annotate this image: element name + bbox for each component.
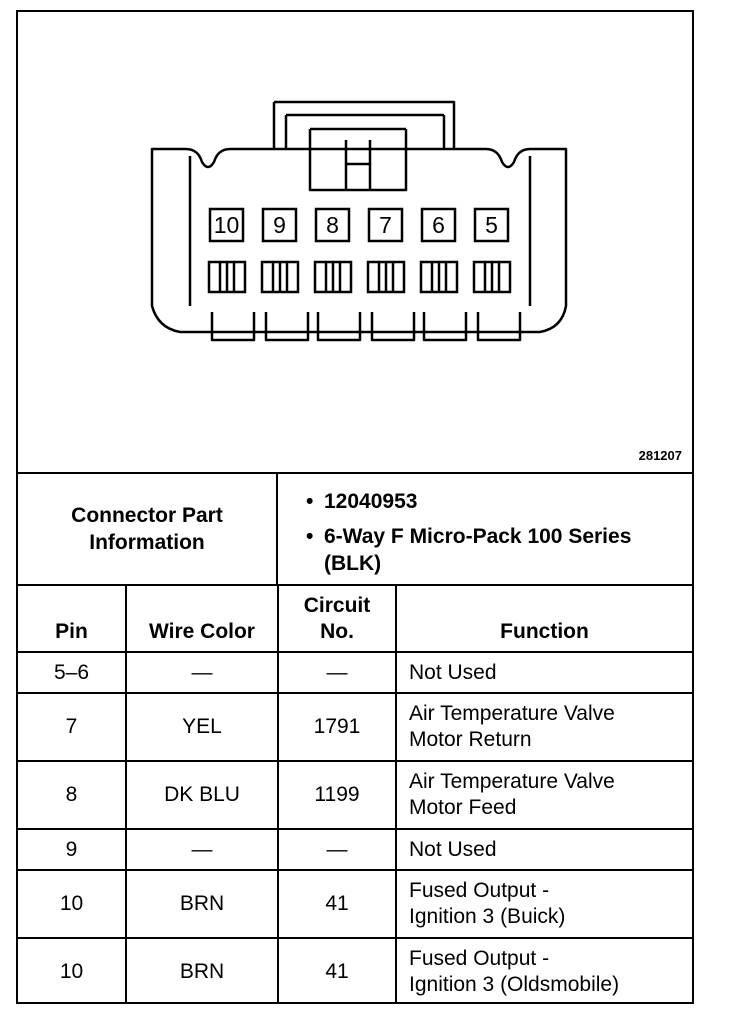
terminal-number-box	[473, 207, 510, 243]
cell-circuit: 1791	[277, 692, 397, 762]
cell-circuit: 1199	[277, 760, 397, 830]
connector-description: 6-Way F Micro-Pack 100 Series (BLK)	[280, 523, 685, 577]
cell-pin: 5–6	[18, 651, 127, 694]
cell-pin: 9	[18, 828, 127, 871]
header-pin: Pin	[18, 586, 127, 653]
table-row: 8 DK BLU 1199 Air Temperature Valve Moto…	[18, 760, 692, 830]
cell-circuit: —	[277, 828, 397, 871]
part-number: 12040953	[280, 488, 685, 515]
lock-tab-inner	[308, 127, 408, 192]
table-row: 10 BRN 41 Fused Output - Ignition 3 (Old…	[18, 937, 692, 1004]
table-row: 10 BRN 41 Fused Output - Ignition 3 (Bui…	[18, 869, 692, 939]
lock-tab	[272, 100, 456, 149]
cell-pin: 7	[18, 692, 127, 762]
terminal-number-label: 7	[379, 212, 392, 238]
bottom-feet	[210, 312, 522, 342]
table-row: 7 YEL 1791 Air Temperature Valve Motor R…	[18, 692, 692, 762]
connector-part-information: Connector Part Information 12040953 6-Wa…	[18, 472, 692, 586]
cell-circuit: 41	[277, 869, 397, 939]
cell-function: Fused Output - Ignition 3 (Buick)	[395, 869, 692, 939]
connector-info-list: 12040953 6-Way F Micro-Pack 100 Series (…	[280, 488, 685, 585]
terminal-number-label: 9	[273, 212, 286, 238]
cell-function: Fused Output - Ignition 3 (Oldsmobile)	[395, 937, 692, 1004]
table-row: 5–6 — — Not Used	[18, 651, 692, 694]
terminal-number-box	[314, 207, 351, 243]
cell-wire-color: BRN	[125, 869, 279, 939]
terminal-number-label: 10	[214, 212, 240, 238]
cell-function: Not Used	[395, 651, 692, 694]
header-wire-color: Wire Color	[125, 586, 279, 653]
connector-info-label: Connector Part Information	[18, 474, 278, 584]
connector-body	[150, 147, 568, 334]
cell-wire-color: —	[125, 651, 279, 694]
header-circuit-no: Circuit No.	[277, 586, 397, 653]
cell-function: Not Used	[395, 828, 692, 871]
terminal-number-box	[208, 207, 245, 243]
figure-reference-number: 281207	[638, 448, 682, 463]
table-row: 9 — — Not Used	[18, 828, 692, 871]
pin-table: Pin Wire Color Circuit No. Function 5–6 …	[18, 586, 692, 1004]
cell-circuit: —	[277, 651, 397, 694]
terminal-number-box	[367, 207, 404, 243]
cell-wire-color: BRN	[125, 937, 279, 1004]
cell-function: Air Temperature Valve Motor Feed	[395, 760, 692, 830]
cell-pin: 10	[18, 937, 127, 1004]
cell-pin: 10	[18, 869, 127, 939]
terminal-number-label: 5	[485, 212, 498, 238]
cell-wire-color: —	[125, 828, 279, 871]
cell-wire-color: DK BLU	[125, 760, 279, 830]
cell-circuit: 41	[277, 937, 397, 1004]
terminal-number-box	[420, 207, 457, 243]
terminal-number-label: 8	[326, 212, 339, 238]
cell-function: Air Temperature Valve Motor Return	[395, 692, 692, 762]
connector-face-drawing: 10 9 8 7 6 5	[150, 100, 568, 342]
header-function: Function	[395, 586, 692, 653]
terminal-number-label: 6	[432, 212, 445, 238]
cell-wire-color: YEL	[125, 692, 279, 762]
cell-pin: 8	[18, 760, 127, 830]
connector-diagram: 10 9 8 7 6 5 281207	[18, 12, 692, 472]
terminal-number-box	[261, 207, 298, 243]
